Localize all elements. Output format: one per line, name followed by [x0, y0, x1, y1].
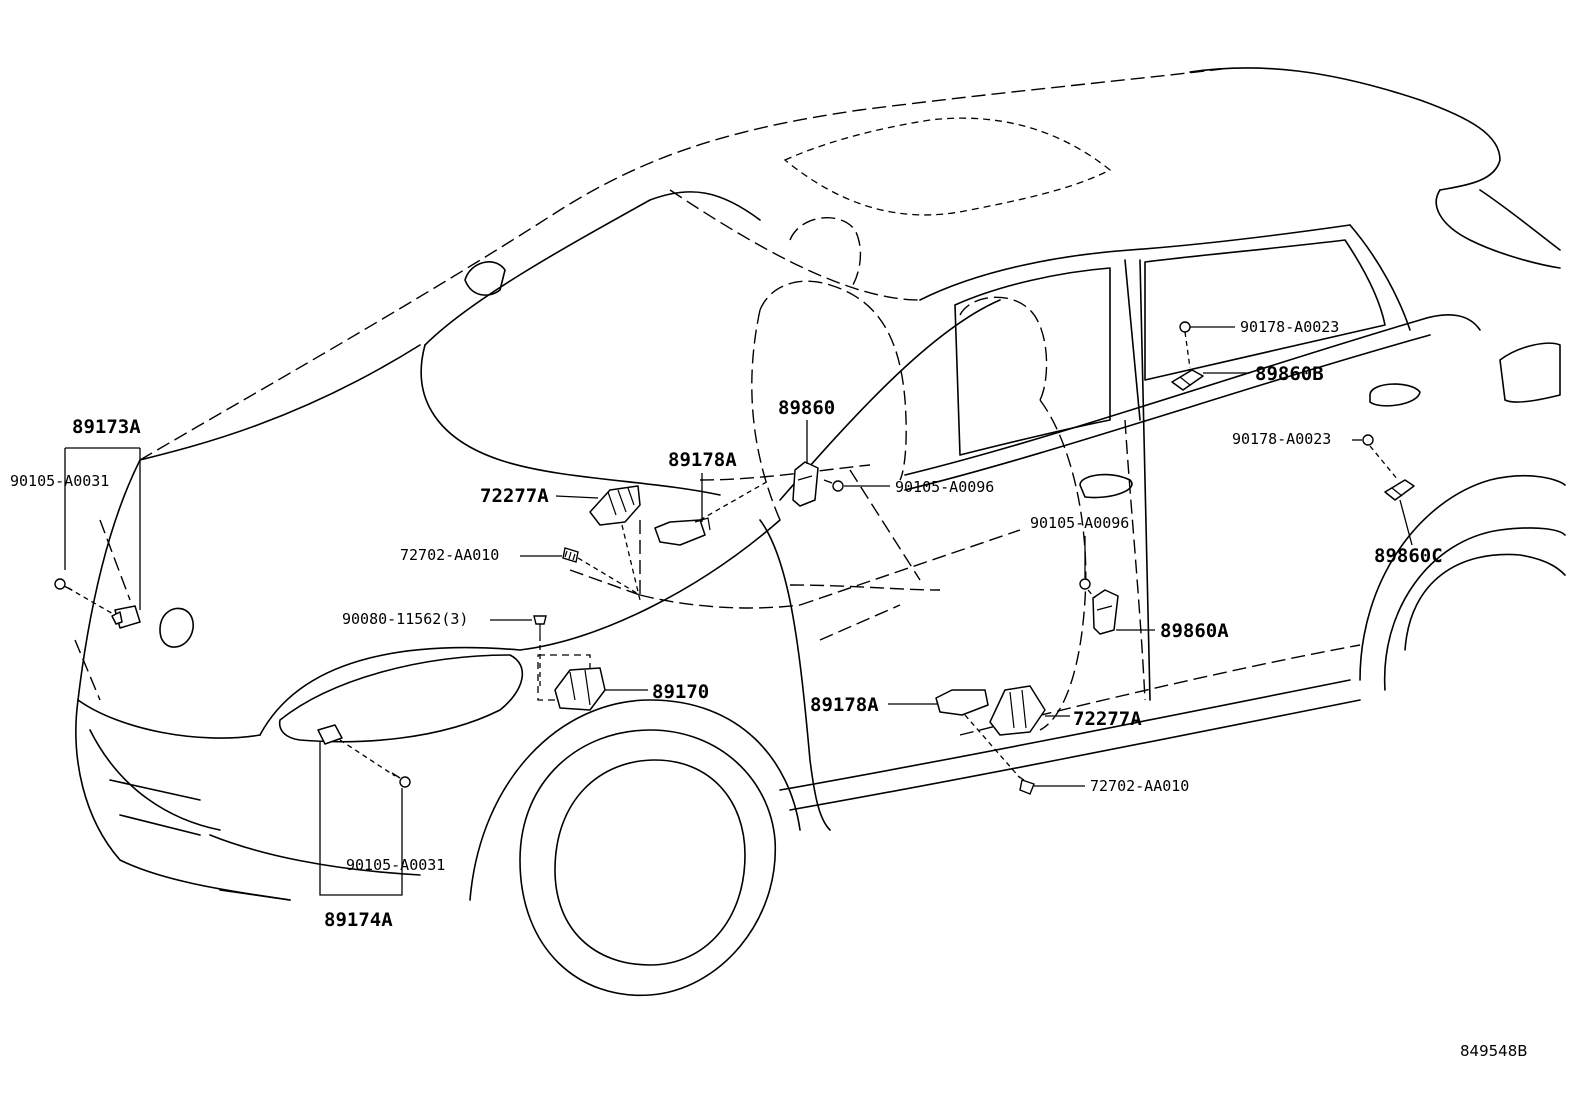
callout-90105-a0031-left: 90105-A0031 [10, 472, 109, 490]
sensor-89860c [1384, 479, 1415, 501]
sensor-89860b [1171, 369, 1204, 391]
sensor-89174a-headlight [317, 724, 343, 745]
sensor-89860-pillar [792, 461, 819, 507]
leader-lines [64, 326, 1413, 896]
diagram-reference-code: 849548B [1460, 1042, 1528, 1060]
airbag-ecu-89170 [537, 654, 606, 711]
sensor-89178a-front [654, 517, 711, 546]
sensor-89178a-rear [935, 689, 989, 716]
callout-72277a-rear: 72277A [1073, 708, 1142, 730]
bolt-90080 [533, 615, 547, 636]
callout-90105-a0031-right: 90105-A0031 [346, 856, 445, 874]
callout-89170: 89170 [652, 681, 709, 703]
bolt-front-right [391, 772, 411, 788]
callout-90105-a0096-door: 90105-A0096 [1030, 514, 1129, 532]
callout-89860a: 89860A [1160, 620, 1229, 642]
bracket-72277a-front [589, 485, 641, 526]
bolt-90105-a0096-front [823, 479, 844, 492]
bolt-72702-rear [1017, 775, 1035, 795]
callout-72702-aa010-rear: 72702-AA010 [1090, 777, 1189, 795]
callout-90080-11562: 90080-11562(3) [342, 610, 468, 628]
callout-72277a-front: 72277A [480, 485, 549, 507]
nut-90178-upper [1179, 321, 1191, 333]
callout-90105-a0096-front: 90105-A0096 [895, 478, 994, 496]
callout-89178a-rear: 89178A [810, 694, 879, 716]
sensor-89860a-door [1092, 589, 1119, 635]
callout-89860c: 89860C [1374, 545, 1443, 567]
callout-89173a: 89173A [72, 416, 141, 438]
callout-89860: 89860 [778, 397, 835, 419]
vehicle-body-outline [74, 67, 1566, 997]
callout-90178-a0023-upper: 90178-A0023 [1240, 318, 1339, 336]
bolt-90105-a0096-door [1079, 578, 1091, 590]
callout-labels: 89173A 90105-A0031 72277A 89178A 89860 9… [10, 318, 1528, 1060]
callout-89174a: 89174A [324, 909, 393, 931]
callout-89178a-front: 89178A [668, 449, 737, 471]
bolt-72702-front [562, 547, 579, 563]
sensor-front-left [111, 605, 141, 629]
bracket-72277a-rear [989, 685, 1046, 736]
callout-90178-a0023-lower: 90178-A0023 [1232, 430, 1331, 448]
nut-90178-lower [1362, 434, 1374, 446]
callout-72702-aa010-front: 72702-AA010 [400, 546, 499, 564]
callout-89860b: 89860B [1255, 363, 1324, 385]
